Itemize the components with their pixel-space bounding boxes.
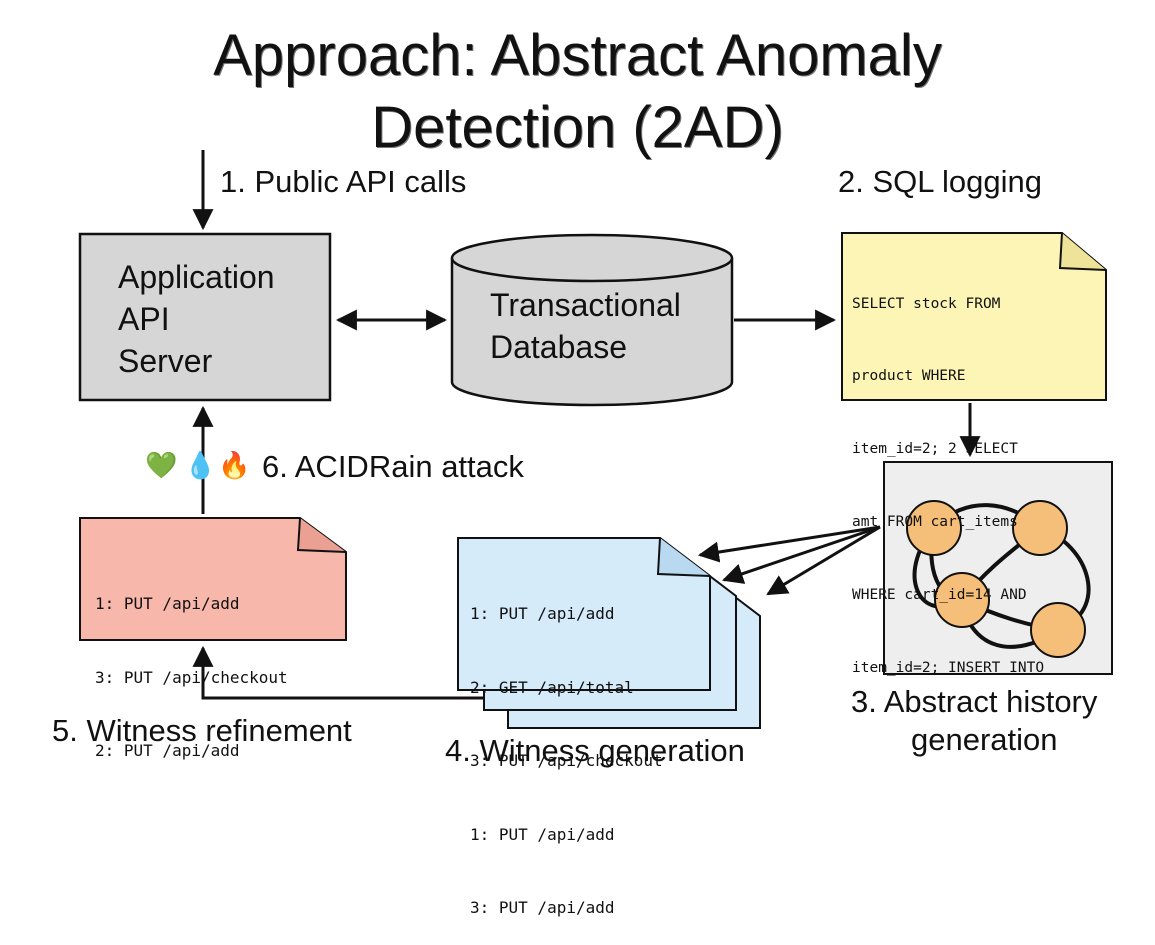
graph-node: [906, 500, 962, 556]
arrows-history-witness: [697, 525, 881, 596]
step-5-label: 5. Witness refinement: [52, 713, 352, 748]
refined-line: 1: PUT /api/add: [95, 594, 240, 613]
app-server-label: Application API Server: [118, 256, 275, 382]
database-label: Transactional Database: [490, 284, 681, 368]
refined-witness-note: [79, 517, 347, 641]
app-server-line-1: Application: [118, 259, 275, 295]
step-3-label-line2: generation: [911, 722, 1058, 757]
sql-log-note: [841, 232, 1107, 401]
step-1-label: 1. Public API calls: [220, 164, 467, 199]
title-line-1: Approach: Abstract Anomaly: [213, 23, 942, 88]
witness-line: 1: PUT /api/add: [470, 824, 615, 844]
sql-log-line: product WHERE: [852, 368, 966, 385]
database-line-1: Transactional: [490, 287, 681, 323]
refined-line: 3: PUT /api/checkout: [95, 667, 288, 687]
fire-icon: 🔥: [218, 450, 251, 480]
refined-witness-fold: [296, 517, 347, 553]
witness-text: 1: PUT /api/add 2: GET /api/total 3: PUT…: [470, 553, 663, 945]
witness-line: 1: PUT /api/add: [470, 604, 615, 623]
droplet-icon: 💧: [184, 450, 217, 480]
green-heart-icon: 💚: [145, 450, 178, 480]
arrow-witness-refinement: [192, 645, 484, 700]
witness-line: 2: GET /api/total: [470, 677, 634, 697]
history-graph-nodes: [906, 500, 1086, 658]
sql-log-fold: [1058, 232, 1107, 271]
sql-log-line: SELECT stock FROM: [852, 295, 1001, 312]
sql-log-text: SELECT stock FROM product WHERE item_id=…: [852, 243, 1044, 705]
diagram-canvas: [78, 150, 1113, 729]
database-line-2: Database: [490, 329, 627, 365]
refined-line: 2: PUT /api/add: [95, 741, 240, 760]
sql-log-line: item_id=2; INSERT INTO: [852, 660, 1045, 677]
sql-log-line: WHERE cart_id=14 AND: [852, 587, 1027, 604]
witness-stack: [457, 537, 761, 729]
refined-witness-text: 1: PUT /api/add 3: PUT /api/checkout 2: …: [95, 543, 288, 788]
sql-log-line: amt FROM cart_items: [852, 514, 1018, 531]
graph-node: [934, 572, 990, 628]
witness-line: 3: PUT /api/add: [470, 898, 615, 917]
step-2-label: 2. SQL logging: [838, 164, 1042, 199]
app-server-box: [78, 232, 332, 402]
app-server-line-2: API: [118, 301, 170, 337]
step-3-label-line1: 3. Abstract history: [851, 684, 1098, 719]
graph-node: [1030, 602, 1086, 658]
app-server-line-3: Server: [118, 343, 213, 379]
step-6-label: 6. ACIDRain attack: [262, 449, 524, 484]
database-cylinder: [450, 233, 734, 407]
graph-node: [1012, 500, 1068, 556]
sql-log-line: item_id=2; 2 SELECT: [852, 441, 1018, 458]
witness-line: 3: PUT /api/checkout: [470, 751, 663, 770]
step-4-label: 4. Witness generation: [445, 733, 745, 768]
title-line-2: Detection (2AD): [371, 95, 784, 160]
